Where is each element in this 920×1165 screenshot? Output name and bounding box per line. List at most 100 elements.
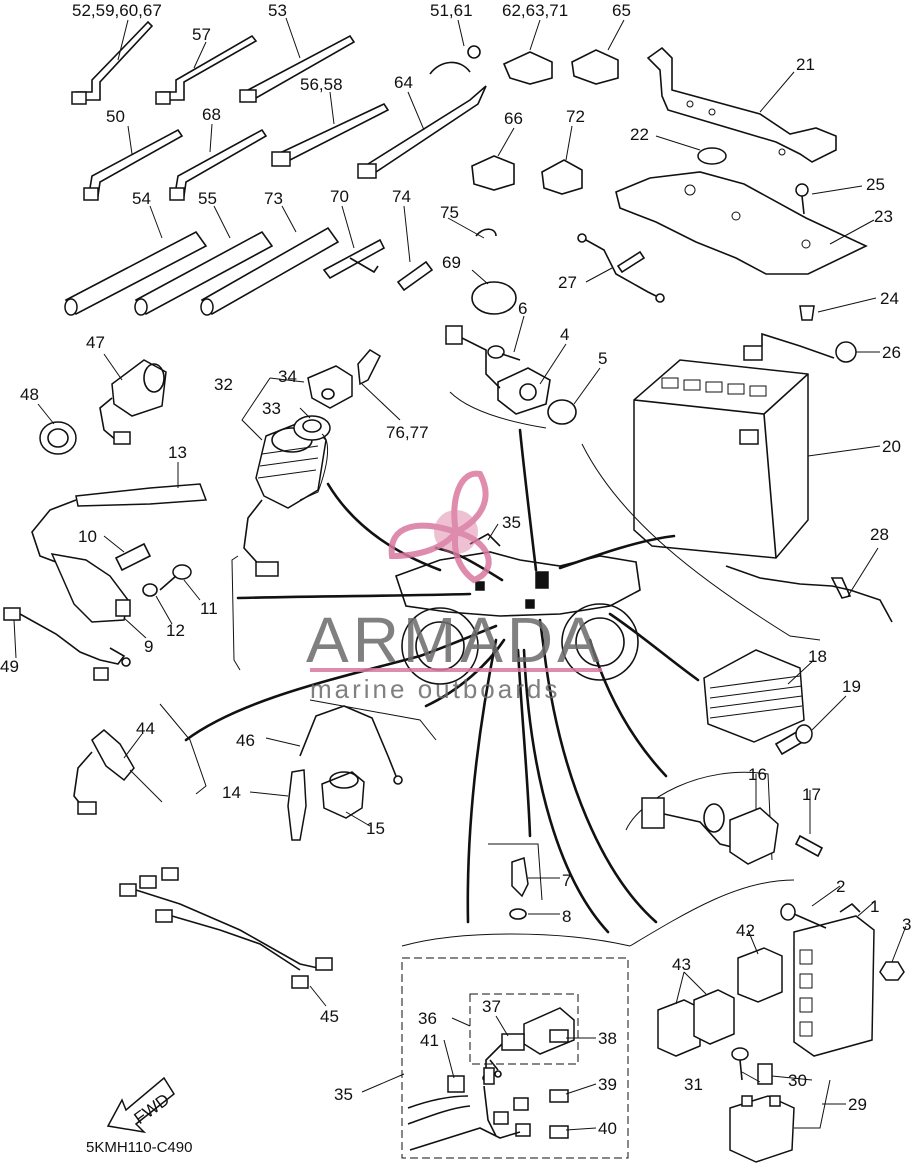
label-4: 4 <box>560 325 569 344</box>
label-11: 11 <box>200 599 218 618</box>
label-8: 8 <box>562 907 571 926</box>
watermark-brand: ARMADA <box>306 604 604 676</box>
label-46: 46 <box>236 731 255 750</box>
tube-54 <box>64 230 208 316</box>
label-62-63-71: 62,63,71 <box>502 1 568 20</box>
label-2: 2 <box>836 877 845 896</box>
fuse-30 <box>757 1063 773 1085</box>
label-28: 28 <box>870 525 889 544</box>
bolt-11 <box>159 564 192 591</box>
switch-15 <box>321 771 365 819</box>
nut-3 <box>879 961 905 981</box>
label-30: 30 <box>788 1071 807 1090</box>
cable-tie-53 <box>239 34 356 103</box>
clip-72 <box>541 159 583 195</box>
label-36: 36 <box>418 1009 437 1028</box>
label-45: 45 <box>320 1007 339 1026</box>
label-74: 74 <box>392 187 411 206</box>
cover-23 <box>615 171 868 275</box>
label-52: 52,59,60,67 <box>72 1 162 20</box>
relay-43 <box>657 989 735 1057</box>
label-12: 12 <box>166 621 185 640</box>
o-ring-69 <box>471 281 517 315</box>
label-27: 27 <box>558 273 577 292</box>
label-69: 69 <box>442 253 461 272</box>
rectifier-18 <box>703 649 805 743</box>
label-7: 7 <box>562 871 571 890</box>
bolt-10 <box>114 542 152 572</box>
label-40: 40 <box>598 1119 617 1138</box>
lead-28 <box>725 565 893 623</box>
label-54: 54 <box>132 189 151 208</box>
label-23: 23 <box>874 207 893 226</box>
label-70: 70 <box>330 187 349 206</box>
label-43: 43 <box>672 955 691 974</box>
label-57: 57 <box>192 25 211 44</box>
label-26: 26 <box>882 343 901 362</box>
label-17: 17 <box>802 785 821 804</box>
cable-tie-52 <box>71 20 154 105</box>
cable-tie-56-58 <box>271 102 390 167</box>
screw-25 <box>795 183 809 215</box>
battery-lead-26 <box>761 332 857 363</box>
label-65: 65 <box>612 1 631 20</box>
label-24: 24 <box>880 289 899 308</box>
harness-lines <box>184 428 700 934</box>
clip-51-61 <box>429 45 481 75</box>
cable-tie-64 <box>357 85 487 179</box>
watermark-logo-icon <box>388 470 492 584</box>
bolt-17 <box>794 834 824 858</box>
label-68: 68 <box>202 105 221 124</box>
clip-66 <box>471 155 515 191</box>
washer-8 <box>509 908 527 920</box>
label-32: 32 <box>214 375 233 394</box>
label-35-bottom: 35 <box>334 1085 353 1104</box>
label-3: 3 <box>902 915 911 934</box>
bolt-6 <box>487 345 521 361</box>
sensor-lead-46 <box>299 705 403 785</box>
clip-75 <box>475 228 497 237</box>
sub-harness-45 <box>119 867 333 989</box>
socket-47 <box>99 359 167 445</box>
clip-24 <box>799 305 815 321</box>
cable-tie-68 <box>169 128 268 201</box>
label-29: 29 <box>848 1095 867 1114</box>
watermark: ARMADA marine outboards <box>306 470 604 704</box>
relay-42 <box>737 947 783 1003</box>
label-48: 48 <box>20 385 39 404</box>
watermark-tagline: marine outboards <box>310 674 560 704</box>
joint-74 <box>396 260 434 292</box>
label-39: 39 <box>598 1075 617 1094</box>
ignition-coil-9 <box>50 553 131 623</box>
label-41: 41 <box>420 1031 439 1050</box>
label-18: 18 <box>808 647 827 666</box>
grommet-48 <box>39 421 77 455</box>
grommet-22 <box>697 147 727 165</box>
key-34 <box>307 349 381 409</box>
label-44: 44 <box>136 719 155 738</box>
label-76-77: 76,77 <box>386 423 429 442</box>
label-75: 75 <box>440 203 459 222</box>
label-56-58: 56,58 <box>300 75 343 94</box>
label-9: 9 <box>144 637 153 656</box>
nut-33 <box>293 415 331 441</box>
label-55: 55 <box>198 189 217 208</box>
battery-20 <box>633 345 809 559</box>
joint-70 <box>322 238 386 280</box>
label-42: 42 <box>736 921 755 940</box>
label-33: 33 <box>262 399 281 418</box>
label-47: 47 <box>86 333 105 352</box>
cable-tie-57 <box>155 34 258 105</box>
label-5: 5 <box>598 349 607 368</box>
label-16: 16 <box>748 765 767 784</box>
leader-lines <box>13 17 907 1131</box>
label-35-top: 35 <box>502 513 521 532</box>
diagram-code: 5KMH110-C490 <box>86 1139 192 1156</box>
clip-62-63-71 <box>502 51 553 85</box>
label-19: 19 <box>842 677 861 696</box>
label-73: 73 <box>264 189 283 208</box>
ignition-coil-lead-13 <box>31 483 208 563</box>
label-50: 50 <box>106 107 125 126</box>
label-15: 15 <box>366 819 385 838</box>
